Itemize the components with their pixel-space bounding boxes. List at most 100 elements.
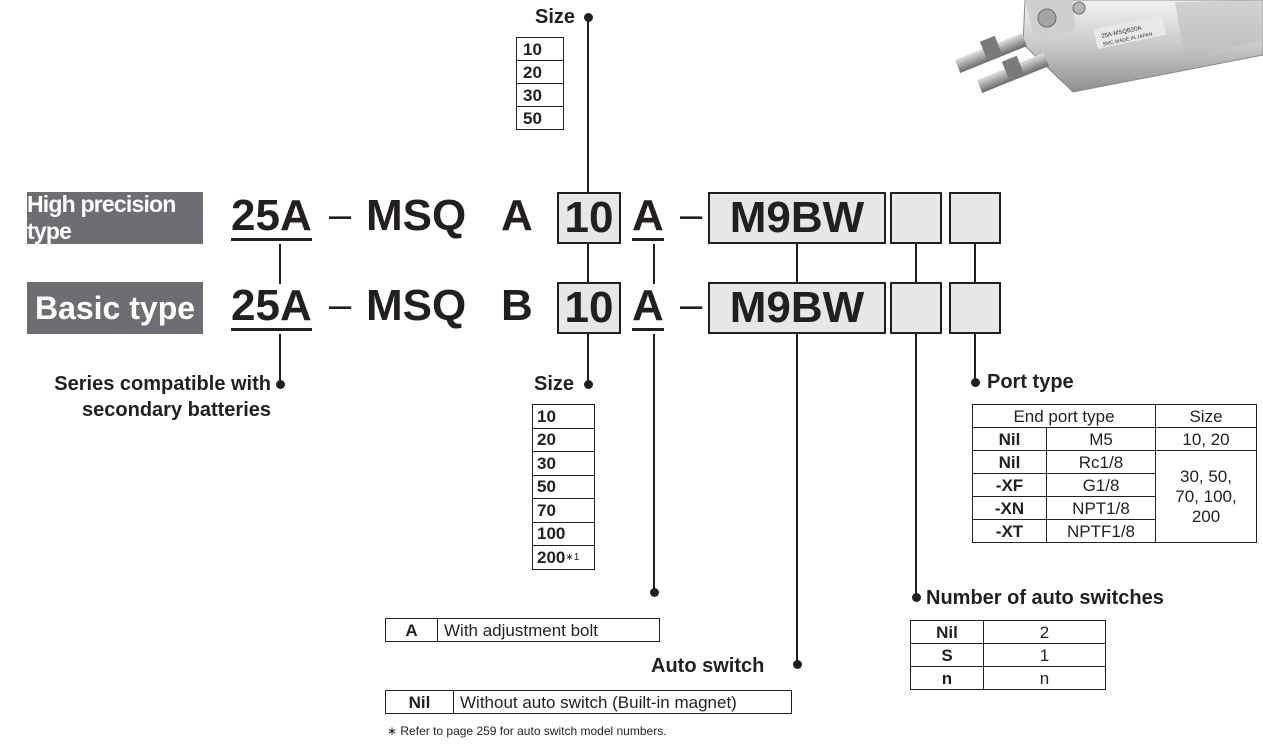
auto-switch-desc: Without auto switch (Built-in magnet)	[454, 691, 792, 714]
port-code: Nil	[973, 451, 1047, 474]
port-col-header: End port type	[973, 405, 1156, 428]
port-size-line: 30, 50,	[1180, 467, 1232, 486]
bullet-dot	[793, 660, 802, 669]
connector-line	[279, 244, 281, 284]
footnote-mark: ∗1	[565, 552, 579, 563]
num-switch-code: Nil	[911, 621, 984, 644]
table-row: 30	[533, 452, 595, 476]
size-cell: 200∗1	[533, 546, 595, 570]
table-row: n n	[911, 667, 1106, 690]
table-row: 20	[533, 428, 595, 452]
connector-line	[796, 334, 798, 664]
port-size-line: 200	[1192, 507, 1220, 526]
bullet-dot	[276, 380, 285, 389]
adjustment-desc: With adjustment bolt	[438, 619, 660, 642]
table-row: 10	[533, 405, 595, 429]
code-blank-port-basic	[949, 282, 1001, 334]
num-switch-code: n	[911, 667, 984, 690]
bullet-dot	[584, 380, 593, 389]
size-table-top: 10 20 30 50	[516, 37, 564, 130]
connector-line	[915, 244, 917, 284]
port-code: -XT	[973, 520, 1047, 543]
table-row: Nil Without auto switch (Built-in magnet…	[386, 691, 792, 714]
table-row: A With adjustment bolt	[386, 619, 660, 642]
table-row: Nil M5 10, 20	[973, 428, 1257, 451]
connector-line	[653, 244, 655, 284]
size-cell: 50	[533, 475, 595, 499]
series-label-line2: secondary batteries	[9, 399, 271, 422]
size-cell: 10	[533, 405, 595, 429]
high-precision-type-badge: High precision type	[27, 192, 203, 244]
adjustment-table: A With adjustment bolt	[385, 618, 660, 642]
size-cell: 20	[533, 428, 595, 452]
code-type-basic: B	[501, 280, 533, 332]
bullet-dot	[650, 588, 659, 597]
port-size: 10, 20	[1156, 428, 1257, 451]
size-table-bottom: 10 20 30 50 70 100 200∗1	[532, 404, 595, 570]
table-row: 200∗1	[533, 546, 595, 570]
code-prefix-hp: 25A	[231, 190, 312, 242]
table-row: 20	[517, 61, 564, 84]
code-size-basic: 10	[557, 282, 621, 334]
code-series-hp: MSQ	[366, 190, 466, 242]
table-row: Nil Rc1/8 30, 50, 70, 100, 200	[973, 451, 1257, 474]
auto-switch-code: Nil	[386, 691, 454, 714]
port-thread: Rc1/8	[1047, 451, 1156, 474]
connector-line	[915, 334, 917, 596]
code-blank-switch-count-basic	[890, 282, 942, 334]
code-dash-hp-1: –	[329, 191, 351, 239]
num-switches-table: Nil 2 S 1 n n	[910, 620, 1106, 690]
product-photo: 25A-MSQB20A SMC MADE IN JAPAN	[955, 0, 1263, 104]
size-value-200: 200	[537, 548, 565, 567]
code-type-hp: A	[501, 190, 533, 242]
port-size-large: 30, 50, 70, 100, 200	[1156, 451, 1257, 543]
connector-line	[796, 244, 798, 284]
num-switch-value: 2	[984, 621, 1106, 644]
code-dash-basic-1: –	[329, 281, 351, 329]
num-switch-code: S	[911, 644, 984, 667]
connector-line	[974, 334, 976, 384]
code-dash-hp-2: –	[680, 191, 702, 239]
code-size-hp: 10	[557, 192, 621, 244]
code-blank-switch-count-hp	[890, 192, 942, 244]
code-switch-basic: M9BW	[708, 282, 886, 334]
num-switch-value: 1	[984, 644, 1106, 667]
code-prefix-basic: 25A	[231, 280, 312, 332]
table-row: 10	[517, 38, 564, 61]
table-row: 30	[517, 84, 564, 107]
port-type-heading: Port type	[987, 371, 1074, 394]
table-row: 50	[533, 475, 595, 499]
bullet-dot	[912, 593, 921, 602]
port-code: -XF	[973, 474, 1047, 497]
port-thread: G1/8	[1047, 474, 1156, 497]
code-dash-basic-2: –	[680, 281, 702, 329]
size-cell: 100	[533, 522, 595, 546]
size-heading-top: Size	[535, 6, 575, 29]
port-type-table: End port type Size Nil M5 10, 20 Nil Rc1…	[972, 404, 1257, 543]
table-row: S 1	[911, 644, 1106, 667]
size-cell: 10	[517, 38, 564, 61]
table-row: Nil 2	[911, 621, 1106, 644]
table-row: 70	[533, 499, 595, 523]
code-switch-hp: M9BW	[708, 192, 886, 244]
size-cell: 70	[533, 499, 595, 523]
size-cell: 50	[517, 107, 564, 130]
code-blank-port-hp	[949, 192, 1001, 244]
code-adj-basic: A	[632, 280, 664, 332]
connector-line	[279, 334, 281, 384]
size-heading-bottom: Size	[534, 373, 574, 396]
series-label-line1: Series compatible with	[9, 373, 271, 396]
size-cell: 30	[533, 452, 595, 476]
code-adj-hp: A	[632, 190, 664, 242]
connector-line	[587, 334, 589, 384]
bullet-dot	[584, 13, 593, 22]
table-row: 100	[533, 522, 595, 546]
connector-line	[653, 334, 655, 592]
table-row: End port type Size	[973, 405, 1257, 428]
port-code: -XN	[973, 497, 1047, 520]
auto-switch-table: Nil Without auto switch (Built-in magnet…	[385, 690, 792, 714]
size-cell: 30	[517, 84, 564, 107]
bullet-dot	[971, 378, 980, 387]
basic-type-badge: Basic type	[27, 282, 203, 334]
port-code: Nil	[973, 428, 1047, 451]
